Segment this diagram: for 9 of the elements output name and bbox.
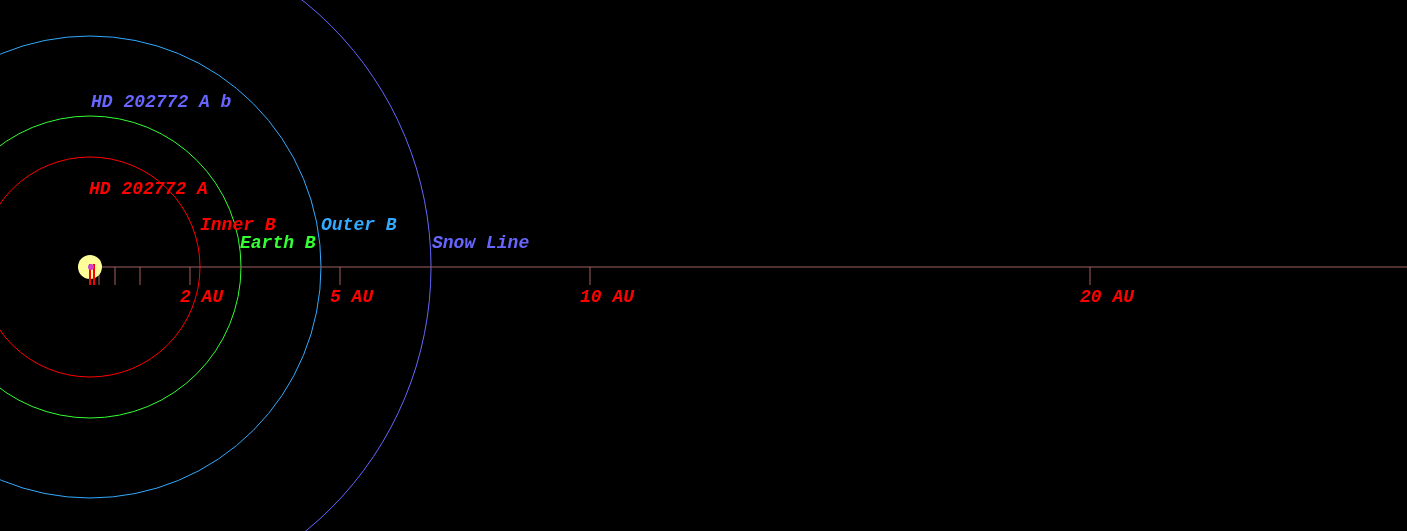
zone-label: Outer B xyxy=(321,215,397,235)
axis-tick-label: 10 AU xyxy=(580,287,634,307)
axis-tick-label: 20 AU xyxy=(1080,287,1134,307)
zone-label: Snow Line xyxy=(432,233,530,253)
planet-label: HD 202772 A b xyxy=(91,92,232,112)
star-label: HD 202772 A xyxy=(89,179,208,199)
axis-tick-label: 5 AU xyxy=(330,287,374,307)
axis-tick-label: 2 AU xyxy=(180,287,224,307)
zone-label: Earth B xyxy=(240,233,316,253)
